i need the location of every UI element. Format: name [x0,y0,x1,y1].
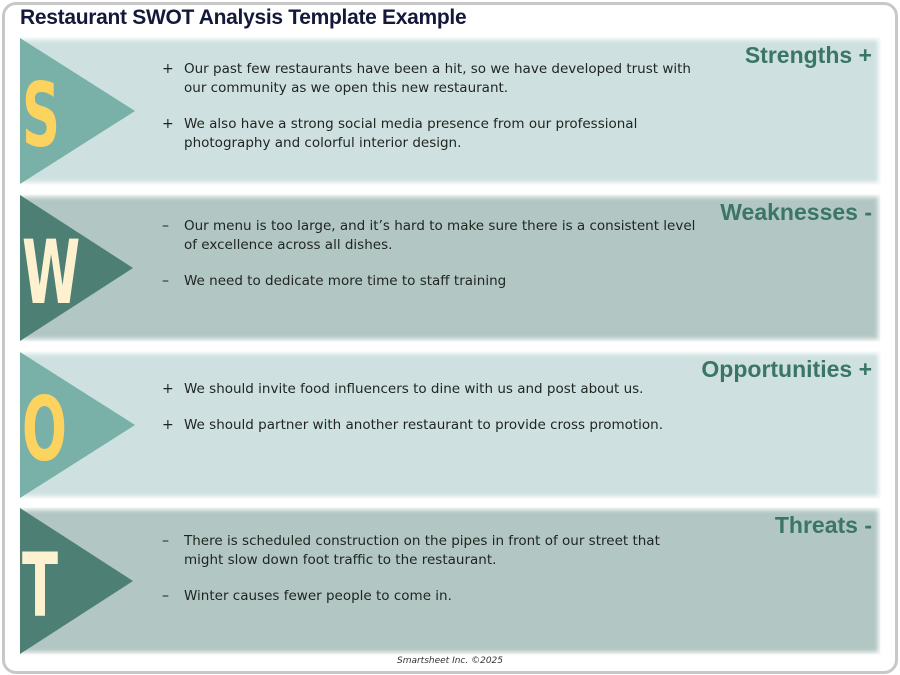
list-item: – Winter causes fewer people to come in. [162,587,662,606]
list-item: + We also have a strong social media pre… [162,115,702,153]
opportunities-heading: Opportunities + [701,356,872,382]
threats-heading: Threats - [774,512,872,538]
letter-t: T [22,534,59,637]
triangle-arrow-icon [20,352,135,498]
strengths-panel: S Strengths + + Our past few restaurants… [20,38,880,184]
minus-icon: – [162,218,169,234]
list-item: – We need to dedicate more time to staff… [162,272,702,291]
plus-icon: + [162,116,174,132]
page-title: Restaurant SWOT Analysis Template Exampl… [20,6,467,29]
list-item: – There is scheduled construction on the… [162,532,662,570]
item-text: There is scheduled construction on the p… [184,533,660,568]
letter-s: S [22,64,61,167]
weaknesses-panel: W Weaknesses - – Our menu is too large, … [20,195,880,341]
opportunities-list: + We should invite food influencers to d… [162,380,702,452]
strengths-heading: Strengths + [744,42,872,68]
list-item: + Our past few restaurants have been a h… [162,60,702,98]
plus-icon: + [162,381,174,397]
item-text: We need to dedicate more time to staff t… [184,273,507,289]
minus-icon: – [162,588,169,604]
opportunities-panel: O Opportunities + + We should invite foo… [20,352,880,498]
strengths-list: + Our past few restaurants have been a h… [162,60,702,170]
list-item: – Our menu is too large, and it’s hard t… [162,217,702,255]
item-text: We also have a strong social media prese… [184,116,638,151]
triangle-arrow-icon [20,508,133,654]
item-text: We should invite food influencers to din… [184,381,644,397]
list-item: + We should partner with another restaur… [162,416,702,435]
weaknesses-list: – Our menu is too large, and it’s hard t… [162,217,702,308]
threats-panel: T Threats - – There is scheduled constru… [20,508,880,654]
minus-icon: – [162,273,169,289]
item-text: We should partner with another restauran… [184,417,664,433]
weaknesses-heading: Weaknesses - [720,199,872,225]
letter-w: W [22,221,81,324]
item-text: Winter causes fewer people to come in. [184,588,452,604]
triangle-arrow-icon [20,195,133,341]
copyright-footer: Smartsheet Inc. ©2025 [396,656,503,666]
threats-list: – There is scheduled construction on the… [162,532,662,623]
list-item: + We should invite food influencers to d… [162,380,702,399]
letter-o: O [22,378,67,481]
plus-icon: + [162,61,174,77]
triangle-arrow-icon [20,38,135,184]
item-text: Our menu is too large, and it’s hard to … [184,218,696,253]
item-text: Our past few restaurants have been a hit… [184,61,691,96]
minus-icon: – [162,533,169,549]
plus-icon: + [162,417,174,433]
